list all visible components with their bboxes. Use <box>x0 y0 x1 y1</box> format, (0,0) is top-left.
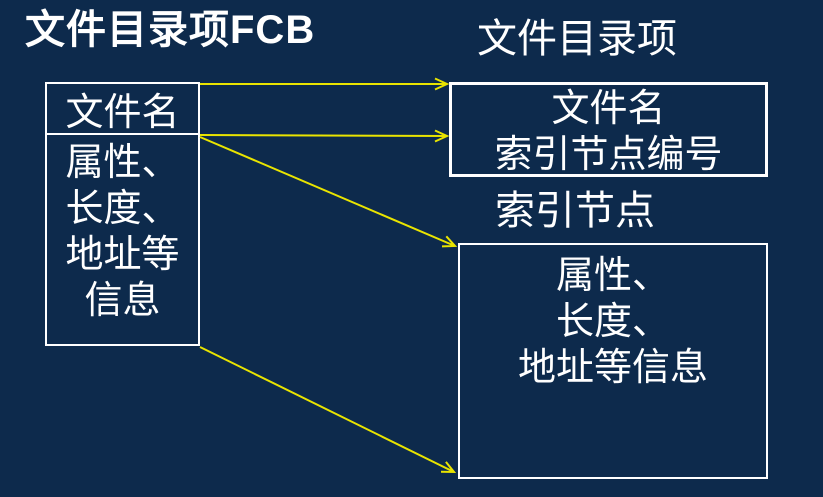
directory-entry-label: 文件目录项 <box>477 16 677 61</box>
directory-entry-line: 索引节点编号 <box>494 134 723 176</box>
arrow-filename-to-direntry-icon <box>200 77 450 91</box>
page-title-latin: FCB <box>230 8 316 52</box>
arrow-bottom-to-inode-icon <box>199 346 457 474</box>
inode-line: 长度、 <box>555 301 670 343</box>
inode-line: 属性、 <box>555 255 670 297</box>
arrow-divider-to-direntry-icon <box>199 129 450 143</box>
arrow-divider-to-inode-icon <box>199 136 458 248</box>
fcb-info-line: 属性、 <box>65 142 180 184</box>
directory-entry-line: 文件名 <box>551 88 666 130</box>
inode-line: 地址等信息 <box>517 347 708 389</box>
inode-box: 属性、 长度、 地址等信息 <box>458 243 768 479</box>
fcb-info-line: 长度、 <box>65 188 180 230</box>
page-title-cjk: 文件目录项 <box>25 7 230 52</box>
page-title: 文件目录项FCB <box>25 7 316 53</box>
inode-label: 索引节点 <box>495 188 655 233</box>
fcb-info-line: 信息 <box>84 280 161 322</box>
directory-entry-box: 文件名 索引节点编号 <box>449 82 768 177</box>
fcb-filename-cell: 文件名 <box>47 84 198 135</box>
fcb-info-line: 地址等 <box>65 234 180 276</box>
fcb-info-cell: 属性、 长度、 地址等 信息 <box>47 135 198 324</box>
fcb-box: 文件名 属性、 长度、 地址等 信息 <box>45 82 200 346</box>
